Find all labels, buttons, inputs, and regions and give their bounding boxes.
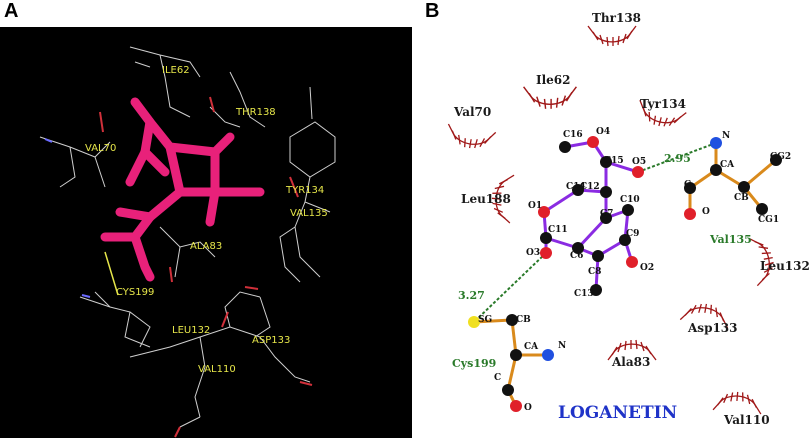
residue-label-a: ASP133 [252,335,290,346]
atom-tips [44,96,313,438]
atoms [468,136,782,412]
atom-label: C15 [604,156,624,166]
panel-a-3d-view: ILE62 THR138 VAL70 TYR134 VAL135 ALA83 C… [0,27,412,438]
cys199-atom-labels: SG CB CA N C O [478,315,566,413]
bonded-residue-label: Cys199 [452,357,496,370]
residue-label: Val110 [723,413,770,427]
residue-label-a: LEU132 [172,325,210,336]
residue-label-a: TYR134 [285,185,324,196]
residue-label: Tyr134 [640,97,686,111]
panel-b-svg: C16 O4 C15 O5 C14 C12 O1 C11 C7 C10 O3 C… [444,11,809,427]
atom-label: C12 [580,182,600,192]
atom-label: C16 [563,130,583,140]
atom-label: O1 [528,201,542,211]
atom-label: C10 [620,195,640,205]
atom-label: CA [720,160,735,170]
residue-label-a: CYS199 [116,287,154,298]
atom-label: C [684,180,691,190]
bonded-residue-label: Val135 [709,233,752,246]
residue-label-a: THR138 [235,107,276,118]
atom-label: C14 [566,182,586,192]
panel-b-letter: B [425,0,440,22]
hbond-distance: 3.27 [458,289,485,302]
protein-sticks [39,46,336,428]
atom-label: N [558,341,566,351]
panel-a-svg: ILE62 THR138 VAL70 TYR134 VAL135 ALA83 C… [39,46,336,438]
residue-label: Ala83 [611,355,650,369]
ligand-3d [100,97,265,282]
residue-label: Leu188 [461,192,511,206]
residue-label: Val70 [453,105,491,119]
atom-label: O2 [640,263,654,273]
atom-label: C6 [570,251,583,261]
atom-label: C13 [574,289,594,299]
atom-label: O4 [596,127,610,137]
residue-label-a: ILE62 [162,65,190,76]
atom-label: CG2 [770,152,791,162]
atom-label: CA [524,342,539,352]
residue-label: Leu132 [760,259,809,273]
hbond-distance: 2.95 [664,152,691,165]
residue-label-a: ALA83 [190,241,222,252]
atom-label: C [494,373,501,383]
residue-label: Asp133 [687,321,738,335]
hbonds [473,142,717,323]
atom-label: O [702,207,710,217]
atom-label: C8 [588,267,601,277]
atom-label: C11 [548,225,568,235]
residue-label-a: VAL110 [198,364,236,375]
atom-label: N [722,131,730,141]
hbond-line-a [104,251,119,296]
atom-label: O [524,403,532,413]
atom-label: C7 [600,209,613,219]
residue-label-a: VAL135 [290,208,328,219]
panel-b-ligplot: C16 O4 C15 O5 C14 C12 O1 C11 C7 C10 O3 C… [420,0,809,438]
ligand-atom-labels: C16 O4 C15 O5 C14 C12 O1 C11 C7 C10 O3 C… [526,127,654,299]
residue-label: Thr138 [592,11,641,25]
atom-label: CG1 [758,215,779,225]
atom-label: SG [478,315,492,325]
atom-label: O5 [632,157,646,167]
atom-label: CB [734,193,749,203]
panel-a-letter: A [4,0,19,22]
residue-label-a: VAL70 [85,143,116,154]
atom-label: C9 [626,229,639,239]
ligand-name: LOGANETIN [558,403,677,423]
residue-label: Ile62 [536,73,571,87]
atom-label: CB [516,315,531,325]
val135-atom-labels: N CA CG2 C CB CG1 O [684,131,791,225]
atom-label: O3 [526,248,540,258]
hydrophobic-residue-labels: Thr138 Ile62 Tyr134 Val70 Leu188 Leu132 … [453,11,809,427]
